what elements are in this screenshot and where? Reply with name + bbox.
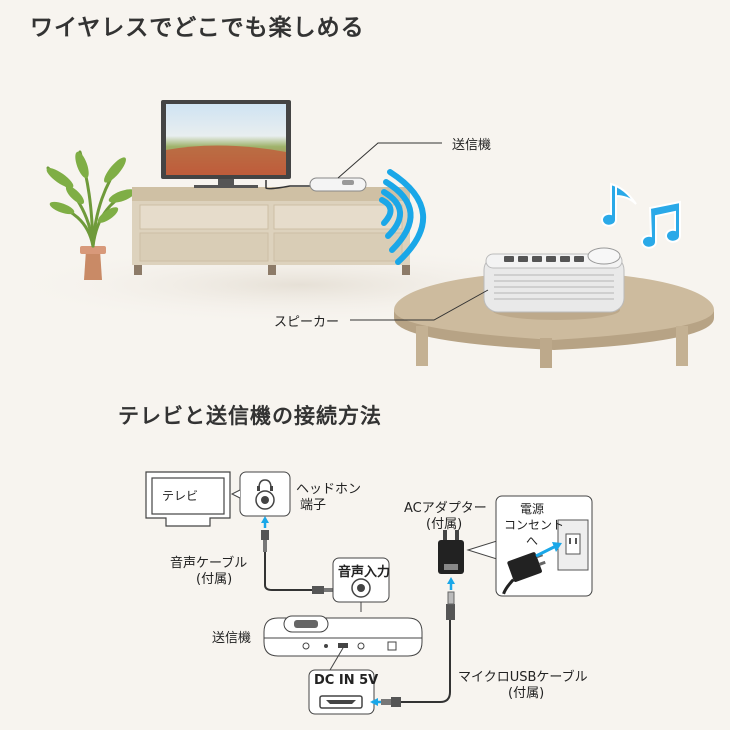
outlet-label-2: コンセント bbox=[504, 518, 565, 532]
speaker-icon bbox=[483, 247, 625, 320]
transmitter-leader-line bbox=[337, 142, 442, 179]
audio-input-label: 音声入力 bbox=[338, 565, 391, 580]
ac-adapter-label-1: ACアダプター bbox=[404, 501, 487, 516]
usb-cable-label-2: (付属) bbox=[508, 686, 545, 701]
audio-cable-label-2: (付属) bbox=[196, 572, 233, 587]
tv-cabinet bbox=[132, 187, 410, 275]
plant-icon bbox=[46, 150, 136, 280]
speaker-leader-line bbox=[350, 289, 489, 321]
dc-in-label: DC IN 5V bbox=[314, 673, 379, 688]
living-room-illustration bbox=[0, 100, 714, 368]
usb-cable bbox=[370, 577, 455, 707]
transmitter-icon bbox=[309, 177, 367, 192]
music-note-icon bbox=[601, 182, 681, 249]
audio-cable bbox=[261, 516, 349, 594]
speaker-label: スピーカー bbox=[274, 315, 340, 330]
transmitter-body-icon bbox=[263, 615, 423, 657]
transmitter-diagram-label: 送信機 bbox=[212, 631, 252, 646]
ac-adapter-label-2: (付属) bbox=[426, 517, 463, 532]
connection-title: テレビと送信機の接続方法 bbox=[118, 404, 382, 428]
headphone-jack-label-2: 端子 bbox=[300, 498, 327, 513]
transmitter-label: 送信機 bbox=[452, 138, 492, 153]
ac-adapter-icon bbox=[438, 530, 464, 574]
tv-label: テレビ bbox=[162, 489, 199, 503]
audio-cable-label-1: 音声ケーブル bbox=[170, 556, 248, 571]
usb-cable-label-1: マイクロUSBケーブル bbox=[458, 670, 588, 685]
headphone-jack-label-1: ヘッドホン bbox=[296, 482, 362, 497]
tv-cable bbox=[265, 180, 312, 190]
wireless-signal-icon bbox=[379, 169, 426, 265]
page-title: ワイヤレスでどこでも楽しめる bbox=[30, 15, 365, 41]
outlet-label-3: へ bbox=[526, 534, 539, 548]
outlet-label-1: 電源 bbox=[520, 502, 545, 516]
headphone-jack-callout bbox=[230, 471, 291, 517]
tv-icon bbox=[161, 100, 291, 188]
